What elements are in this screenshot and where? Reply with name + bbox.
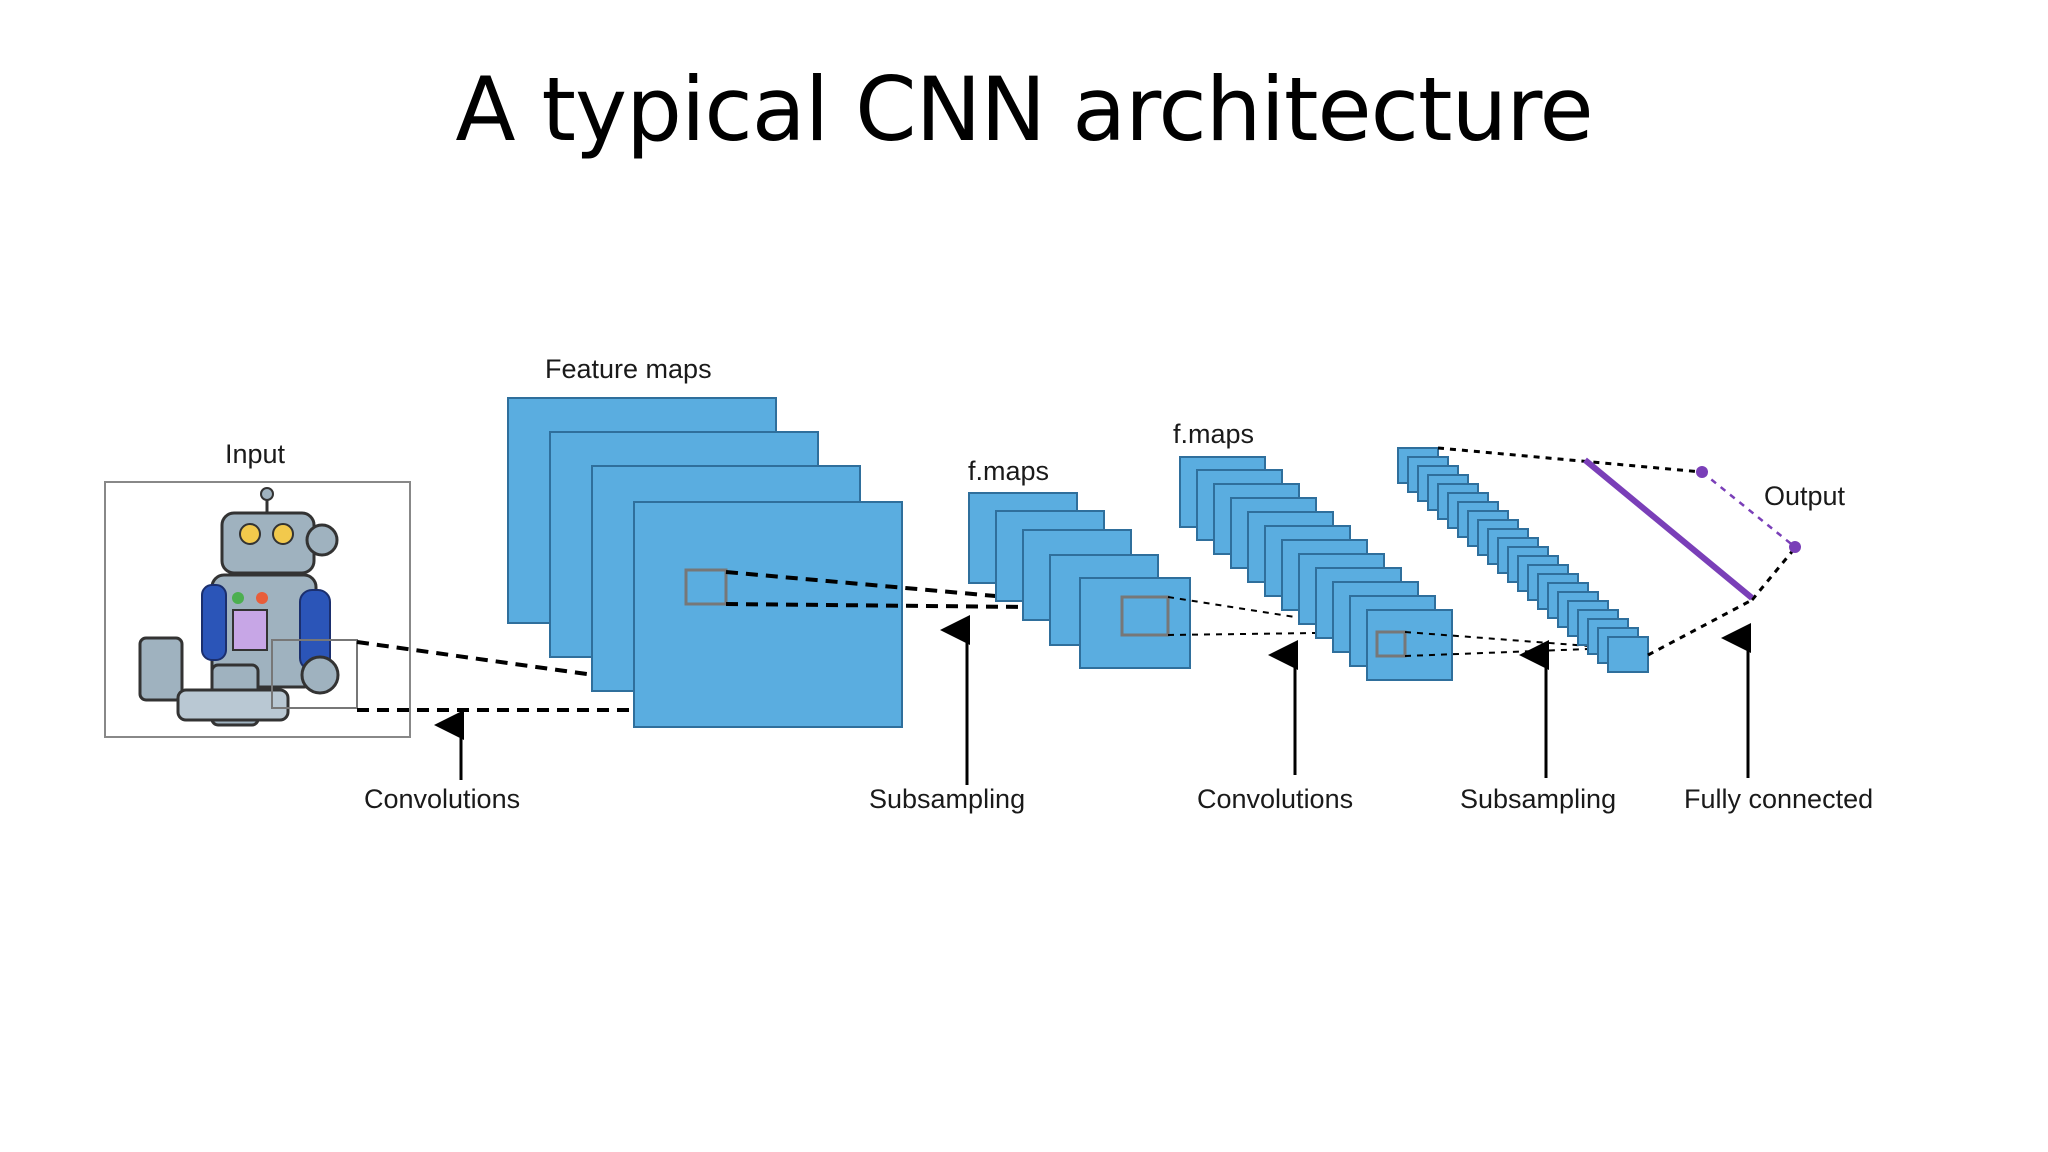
small-maps-stack [1397,447,1649,673]
label-fully-connected: Fully connected [1684,784,1873,814]
label-convolutions-2: Convolutions [1197,784,1353,814]
input-image [104,481,411,738]
label-input: Input [225,439,286,469]
label-subsampling-2: Subsampling [1460,784,1616,814]
slide-title: A typical CNN architecture [455,58,1593,161]
fully-connected-layer [1437,446,1801,657]
label-output: Output [1764,481,1846,511]
label-subsampling-1: Subsampling [869,784,1025,814]
label-fmaps-1: f.maps [968,456,1049,486]
feature-maps-stack [507,397,903,728]
robot-icon [138,487,340,727]
label-convolutions-1: Convolutions [364,784,520,814]
fmaps-stack-2 [1179,456,1453,681]
label-fmaps-2: f.maps [1173,419,1254,449]
fmaps-stack-1 [968,492,1191,669]
label-feature-maps: Feature maps [545,354,712,384]
